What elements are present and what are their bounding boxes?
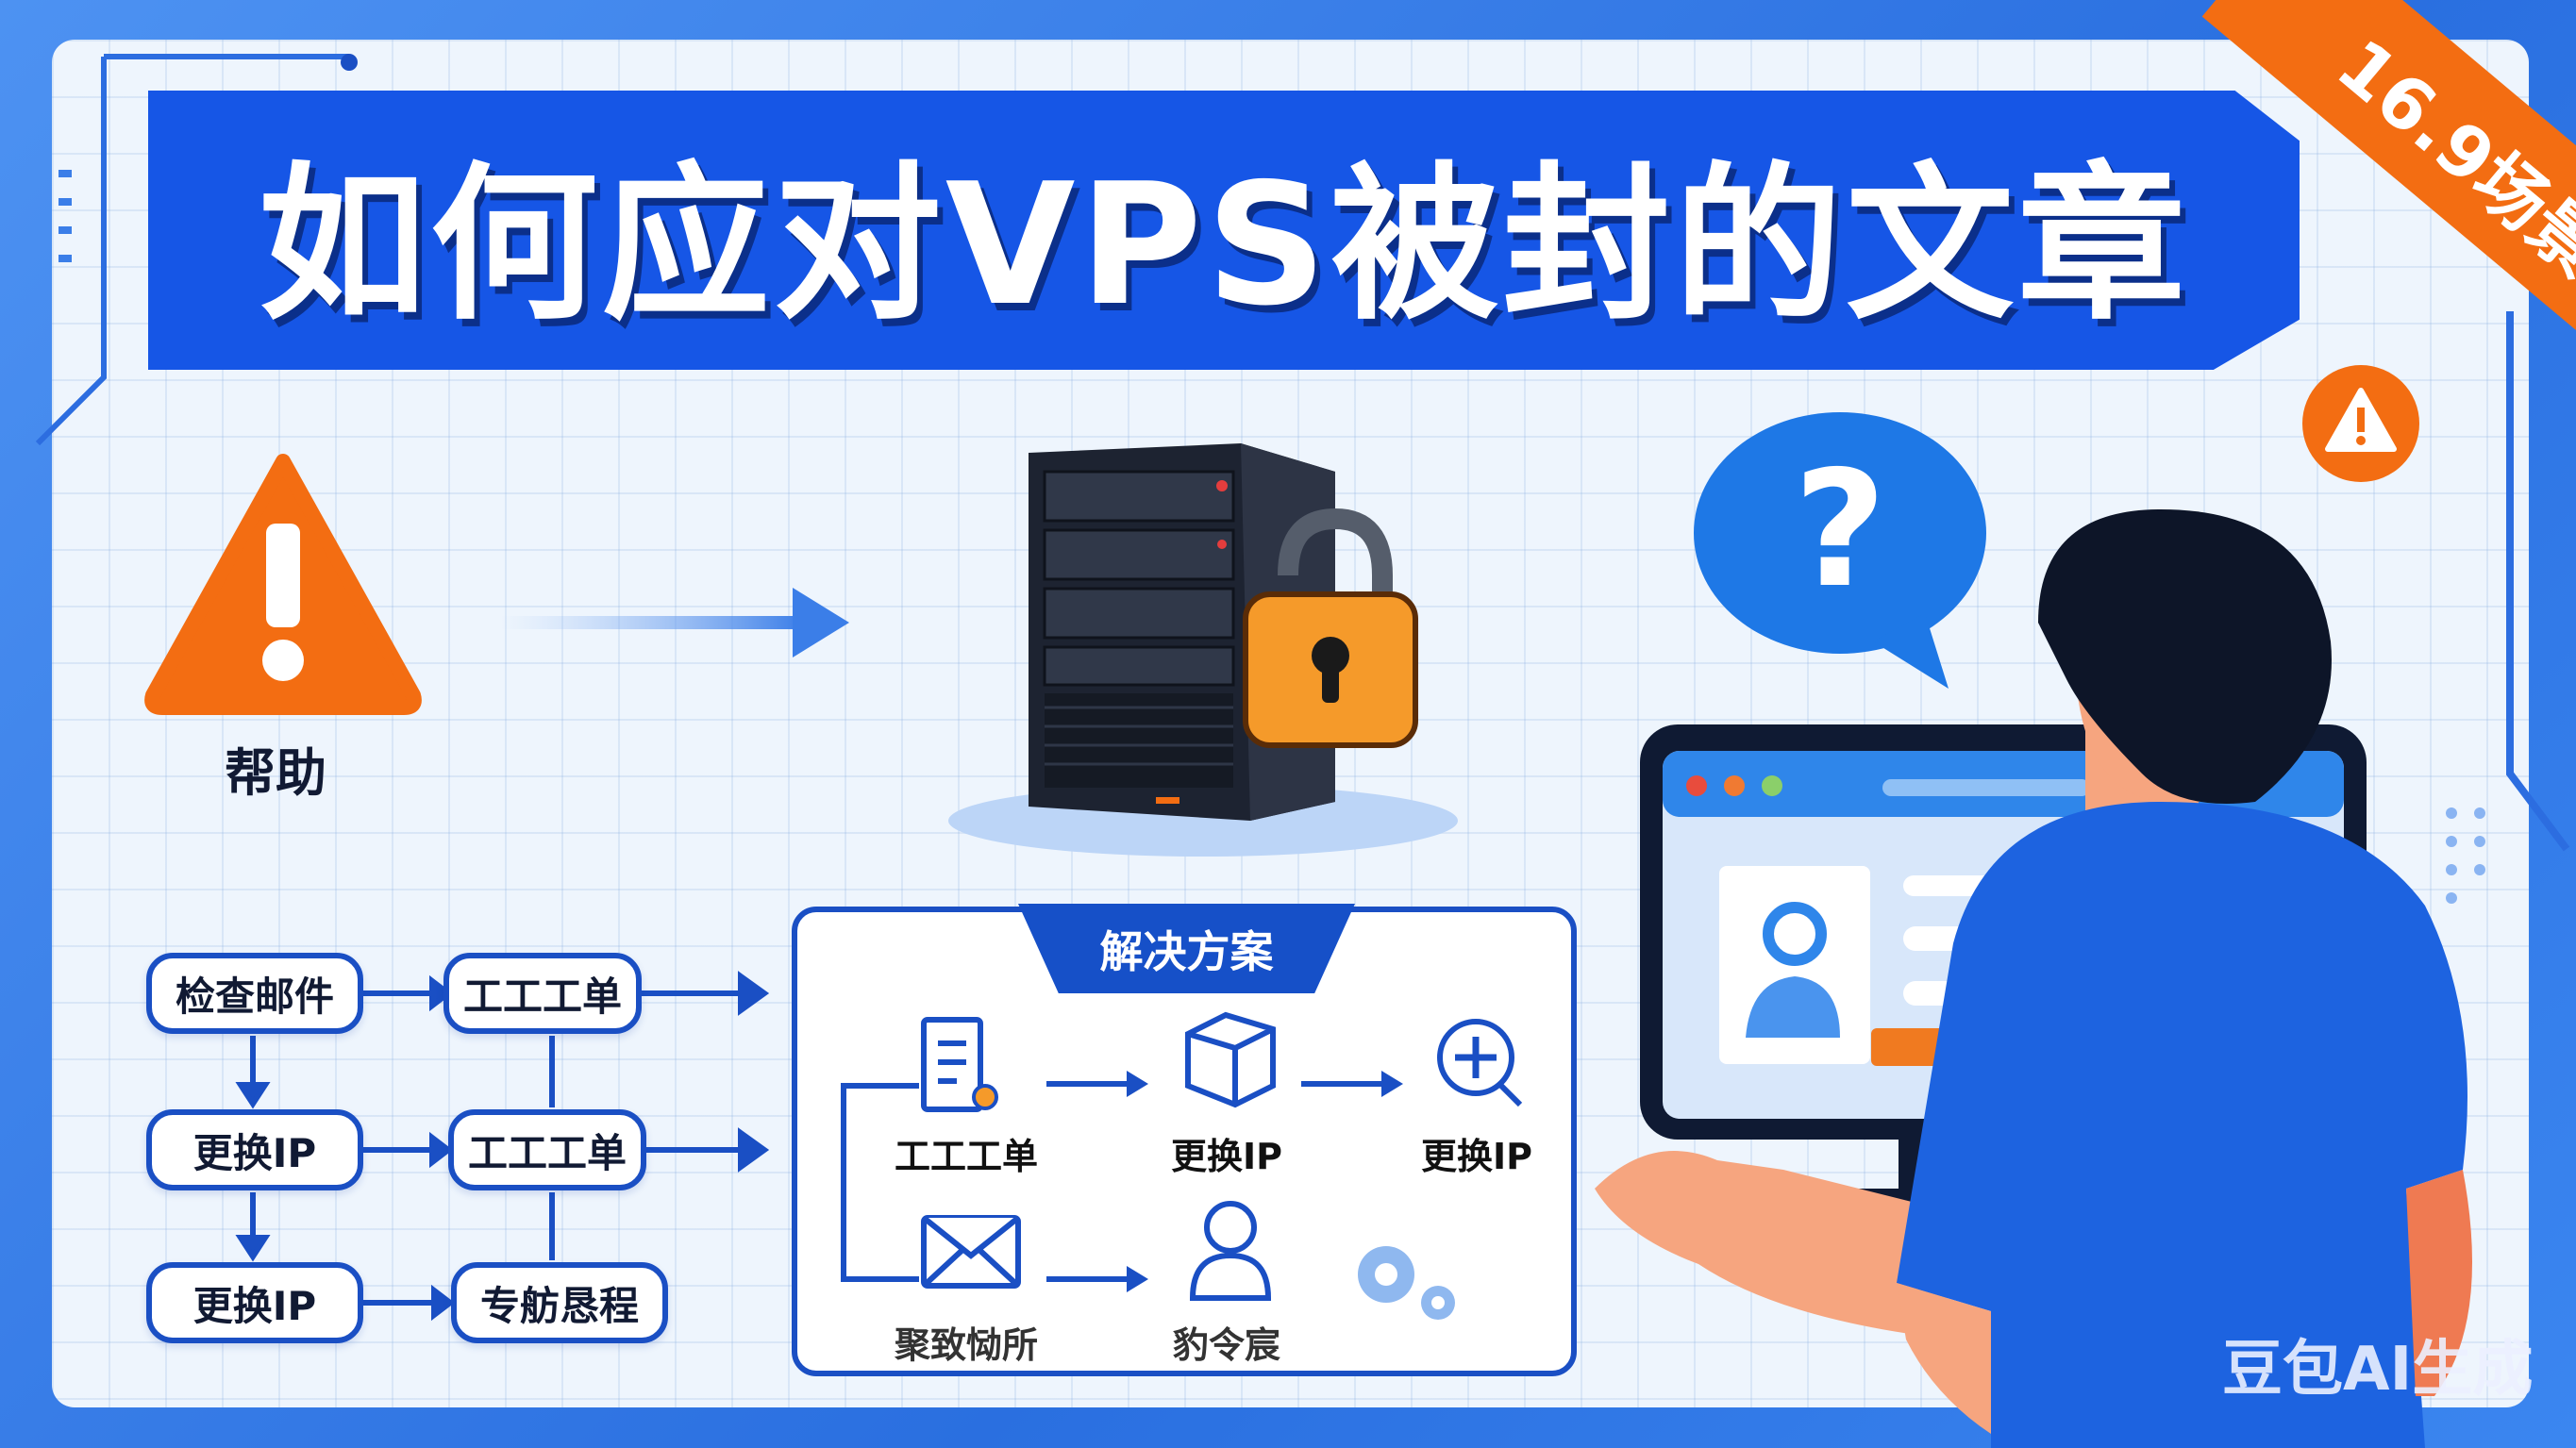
flow-connectors (235, 971, 770, 1322)
solution-label: 更换IP (1171, 1136, 1282, 1177)
solution-label: 工工工单 (894, 1136, 1039, 1177)
warning-label: 帮助 (225, 743, 326, 803)
flow-step-change-ip-2: 更换IP (146, 1262, 363, 1343)
flow-step-check-email: 检查邮件 (146, 953, 363, 1034)
ai-watermark: 豆包AI生成 (2222, 1335, 2534, 1405)
search-plus-icon (1437, 1019, 1523, 1107)
page-title: 如何应对VPS被封的文章 (258, 146, 2190, 342)
svg-text:?: ? (1794, 437, 1887, 624)
warning-circle-icon (2302, 365, 2419, 482)
solution-title: 解决方案 (1018, 904, 1355, 993)
arrow-right-icon (500, 588, 849, 657)
document-icon (921, 1017, 998, 1112)
flow-step-change-ip-1: 更换IP (146, 1109, 363, 1190)
flow-step-ticket-2: 工工工单 (448, 1109, 646, 1190)
mail-icon (921, 1215, 1021, 1289)
flow-step-ticket-1: 工工工单 (443, 953, 642, 1034)
warning-triangle-icon (144, 454, 422, 715)
solution-label: 更换IP (1421, 1136, 1532, 1177)
gear-icon (1358, 1246, 1455, 1320)
box-icon (1185, 1011, 1276, 1108)
locked-server-icon (948, 443, 1458, 857)
user-icon (1189, 1201, 1272, 1301)
solution-label: 聚致恸所 (894, 1324, 1039, 1366)
title-banner: 如何应对VPS被封的文章 (148, 91, 2300, 370)
solution-icons (841, 1011, 1523, 1320)
person-illustration (1595, 509, 2472, 1448)
question-bubble-icon: ? (1694, 412, 1986, 689)
flow-step-process: 专舫恳程 (451, 1262, 668, 1343)
solution-label: 豹令宸 (1172, 1324, 1281, 1366)
